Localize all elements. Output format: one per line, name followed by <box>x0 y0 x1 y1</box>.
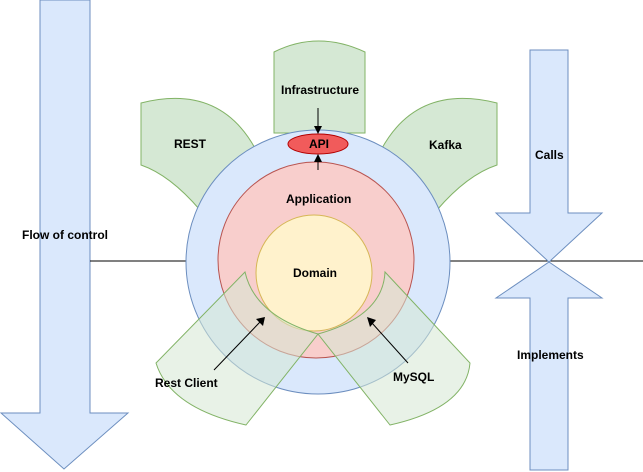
flow-of-control-arrow <box>0 0 130 470</box>
calls-label: Calls <box>535 148 564 162</box>
flow-of-control-label: Flow of control <box>22 228 108 242</box>
application-label: Application <box>286 192 351 206</box>
rest-label: REST <box>174 137 207 151</box>
mysql-arrowhead <box>367 317 376 327</box>
kafka-label: Kafka <box>429 138 462 152</box>
mysql-adapter-shape <box>317 270 471 426</box>
domain-core <box>255 214 373 332</box>
infrastructure-to-api-arrowhead <box>314 126 322 134</box>
implements-label: Implements <box>517 348 584 362</box>
infrastructure-label: Infrastructure <box>281 83 359 97</box>
implements-arrow <box>494 261 604 471</box>
rest-client-arrowhead <box>256 317 265 326</box>
api-label: API <box>309 137 329 151</box>
rest-client-label: Rest Client <box>155 376 218 390</box>
ring-to-api-arrowhead <box>314 154 322 162</box>
rest-client-adapter-shape <box>155 270 319 426</box>
calls-arrow <box>494 49 604 263</box>
mysql-label: MySQL <box>393 370 434 384</box>
mysql-arrow <box>371 322 409 364</box>
rest-client-arrow <box>213 321 261 371</box>
infrastructure-adapter-shape <box>273 40 366 134</box>
domain-label: Domain <box>293 266 337 280</box>
